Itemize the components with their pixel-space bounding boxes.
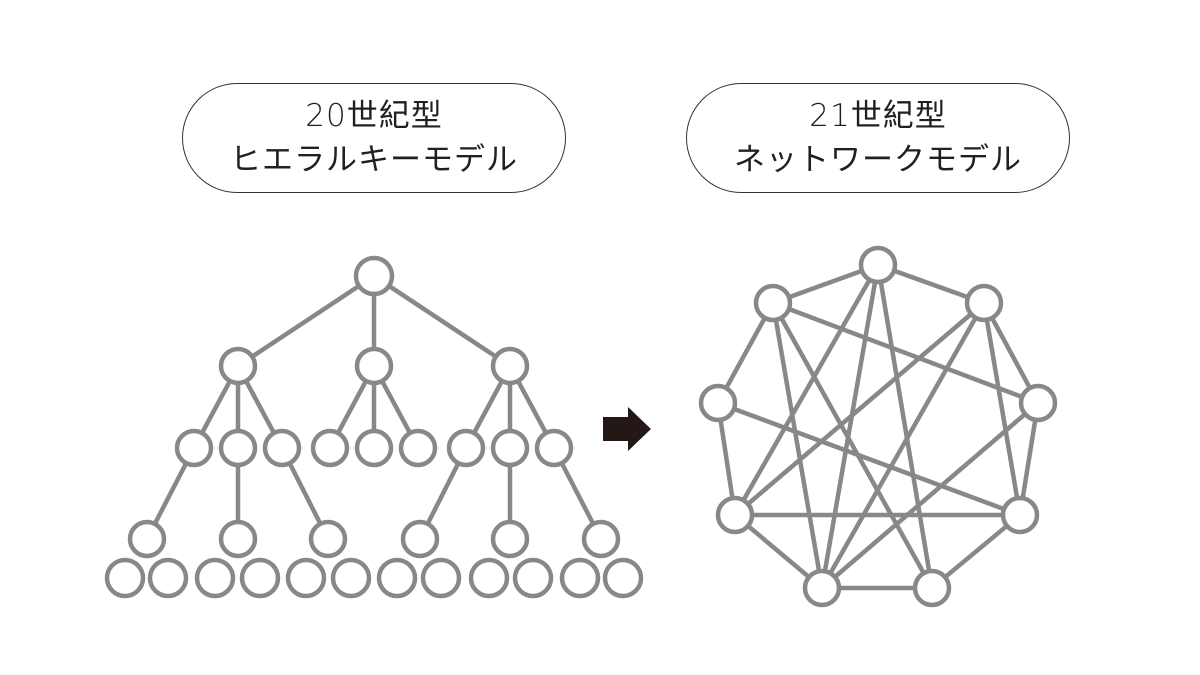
network-edge <box>717 400 1021 518</box>
tree-node <box>354 346 394 386</box>
tree-node-leaf <box>330 557 372 599</box>
tree-node <box>310 428 350 468</box>
network-node <box>715 495 755 535</box>
hierarchy-label-line1: 20世紀型 <box>305 98 443 134</box>
network-graph <box>698 245 1058 608</box>
tree-node <box>581 519 621 559</box>
network-node <box>964 283 1004 323</box>
network-model-label: 21世紀型 ネットワークモデル <box>686 83 1070 193</box>
network-edge <box>981 302 1023 516</box>
hierarchy-label-line2: ヒエラルキーモデル <box>230 142 518 178</box>
network-node <box>858 245 898 285</box>
tree-node-leaf <box>239 557 281 599</box>
network-node <box>1018 383 1058 423</box>
tree-node-leaf <box>285 557 327 599</box>
network-edge <box>820 401 1040 590</box>
tree-node-leaf <box>559 557 601 599</box>
tree-node <box>490 428 530 468</box>
right-arrow-icon <box>603 407 651 451</box>
tree-node <box>534 428 574 468</box>
tree-node <box>218 346 258 386</box>
network-label-line1: 21世紀型 <box>809 98 947 134</box>
tree-node-leaf <box>104 557 146 599</box>
tree-edge <box>372 274 512 368</box>
tree-node-leaf <box>194 557 236 599</box>
tree-node <box>218 519 258 559</box>
tree-node <box>262 428 302 468</box>
tree-node-leaf <box>468 557 510 599</box>
network-edge <box>772 300 1039 406</box>
tree-node <box>218 428 258 468</box>
tree-node-leaf <box>420 557 462 599</box>
network-label-line2: ネットワークモデル <box>734 142 1022 178</box>
tree-node <box>354 428 394 468</box>
network-edge <box>771 301 934 590</box>
network-node <box>698 383 738 423</box>
network-node <box>802 568 842 608</box>
tree-node-leaf <box>147 557 189 599</box>
network-node <box>753 283 793 323</box>
tree-node <box>490 519 530 559</box>
network-edge <box>733 263 880 517</box>
network-edge <box>770 302 825 589</box>
tree-node-root <box>353 255 395 297</box>
tree-node-leaf <box>376 557 418 599</box>
network-node <box>912 568 952 608</box>
hierarchy-model-label: 20世紀型 ヒエラルキーモデル <box>182 83 566 193</box>
network-edge <box>819 264 881 589</box>
network-edge <box>733 301 986 517</box>
tree-node <box>398 428 438 468</box>
network-edge <box>820 301 986 590</box>
tree-node <box>446 428 486 468</box>
network-node <box>1000 495 1040 535</box>
tree-node <box>127 519 167 559</box>
network-edge <box>875 264 935 589</box>
tree-node <box>174 428 214 468</box>
hierarchy-tree <box>104 255 644 599</box>
tree-node <box>308 519 348 559</box>
tree-node-leaf <box>602 557 644 599</box>
tree-node <box>490 346 530 386</box>
tree-node <box>400 519 440 559</box>
tree-edge <box>236 274 376 368</box>
tree-node-leaf <box>512 557 554 599</box>
